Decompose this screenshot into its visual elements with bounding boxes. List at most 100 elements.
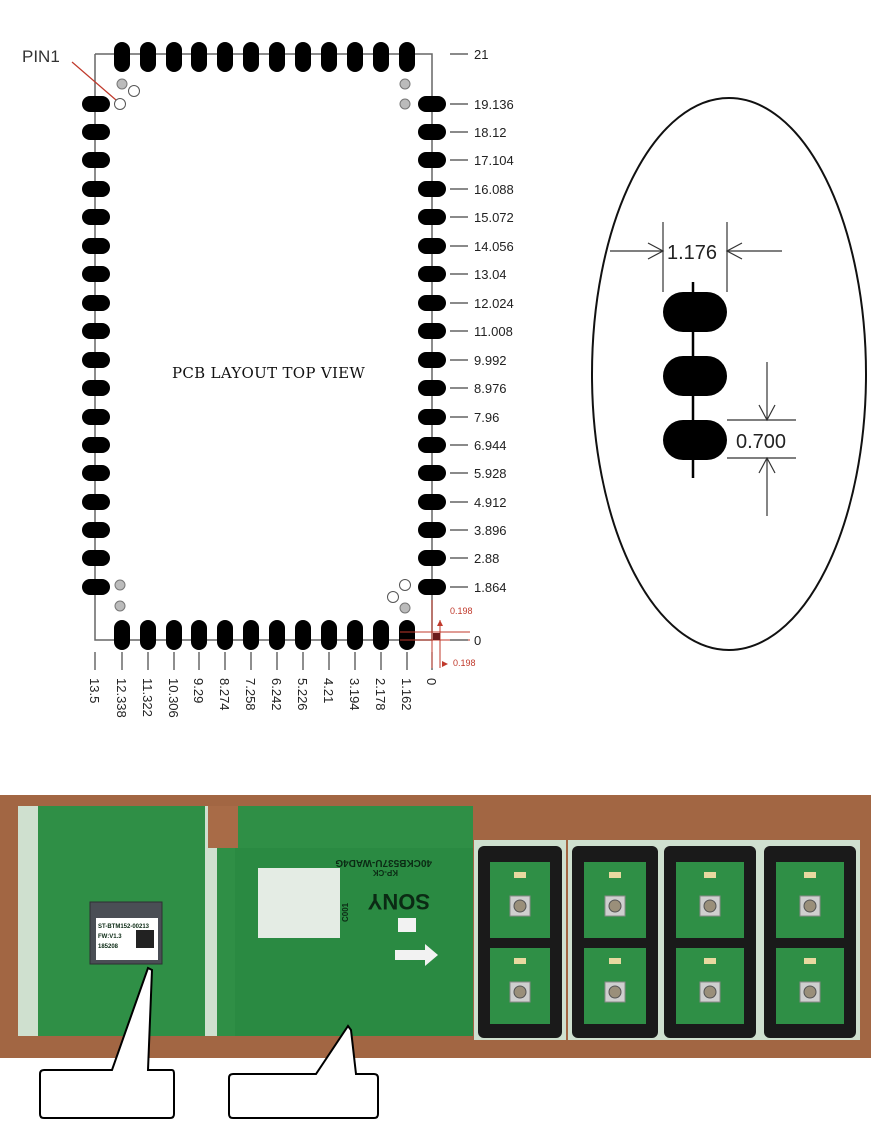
bottom-dim-label: 10.306 bbox=[166, 678, 181, 718]
left-pad bbox=[82, 579, 110, 595]
right-pad bbox=[418, 437, 446, 453]
right-pad bbox=[418, 323, 446, 339]
pad-pitch-label: 0.700 bbox=[736, 431, 786, 453]
brand-text: SONY bbox=[367, 889, 430, 914]
right-dim-label: 6.944 bbox=[474, 438, 507, 453]
right-pad bbox=[418, 181, 446, 197]
left-pad bbox=[82, 124, 110, 140]
bottom-dim-label: 9.29 bbox=[191, 678, 206, 703]
bottom-pad bbox=[373, 620, 389, 650]
top-pad bbox=[140, 42, 156, 72]
bottom-pad-row bbox=[114, 620, 415, 650]
right-dim-label: 17.104 bbox=[474, 153, 514, 168]
switch-plunger bbox=[803, 985, 817, 999]
right-dim-label: 18.12 bbox=[474, 125, 507, 140]
bottom-pad bbox=[217, 620, 233, 650]
led bbox=[704, 958, 716, 964]
top-pad bbox=[269, 42, 285, 72]
module-label-line-3: 185208 bbox=[98, 944, 119, 950]
detail-pad-2 bbox=[663, 356, 727, 396]
led bbox=[704, 872, 716, 878]
right-dim-label: 7.96 bbox=[474, 410, 499, 425]
module-label-line-2: FW:V1.3 bbox=[98, 934, 122, 940]
right-dimension-labels: 19.13618.1217.10416.08815.07214.05613.04… bbox=[450, 97, 514, 595]
top-pad bbox=[217, 42, 233, 72]
right-dim-label: 8.976 bbox=[474, 381, 507, 396]
right-pad bbox=[418, 579, 446, 595]
bottom-dim-label: 13.5 bbox=[87, 678, 102, 703]
detail-pad-3 bbox=[663, 420, 727, 460]
bottom-dim-label: 12.338 bbox=[114, 678, 129, 718]
bottom-pad bbox=[114, 620, 130, 650]
ref-code-text: C001 bbox=[341, 902, 350, 922]
detail-pad-1 bbox=[663, 292, 727, 332]
left-pad bbox=[82, 409, 110, 425]
right-pad bbox=[418, 380, 446, 396]
left-pad bbox=[82, 96, 110, 112]
sub-code-text: KP-CK bbox=[372, 868, 398, 877]
bottom-pad bbox=[399, 620, 415, 650]
left-pad bbox=[82, 266, 110, 282]
left-pad bbox=[82, 323, 110, 339]
fiducial-circles bbox=[114, 78, 411, 614]
bottom-dim-label: 6.242 bbox=[269, 678, 284, 711]
top-pad-row bbox=[114, 42, 415, 72]
callout-box-1 bbox=[39, 966, 175, 1119]
right-pad bbox=[418, 124, 446, 140]
left-pad-column bbox=[82, 96, 110, 595]
right-pad bbox=[418, 522, 446, 538]
led bbox=[804, 872, 816, 878]
right-dim-label: 19.136 bbox=[474, 97, 514, 112]
bottom-dim-label: 8.274 bbox=[217, 678, 232, 711]
pad-detail-callout: 1.176 0.700 bbox=[591, 97, 867, 651]
left-pad bbox=[82, 295, 110, 311]
part-number-text: 40CKB537U-WAD4G bbox=[335, 857, 432, 868]
bottom-pad bbox=[295, 620, 311, 650]
bottom-pad bbox=[269, 620, 285, 650]
left-pad bbox=[82, 465, 110, 481]
top-pad bbox=[399, 42, 415, 72]
right-dim-label: 1.864 bbox=[474, 580, 507, 595]
left-pad bbox=[82, 238, 110, 254]
bottom-dim-label: 1.162 bbox=[399, 678, 414, 711]
bottom-dim-label: 11.322 bbox=[140, 678, 155, 717]
right-dim-label: 12.024 bbox=[474, 296, 514, 311]
led bbox=[514, 872, 526, 878]
right-dim-label: 4.912 bbox=[474, 495, 507, 510]
left-pad bbox=[82, 152, 110, 168]
top-pad bbox=[373, 42, 389, 72]
pcb-layout-drawing: PCB LAYOUT TOP VIEW PIN1 19.13618.1217.1… bbox=[22, 42, 514, 718]
bottom-dim-label: 0 bbox=[424, 678, 439, 685]
right-dim-label: 2.88 bbox=[474, 551, 499, 566]
bottom-pad bbox=[191, 620, 207, 650]
top-pad bbox=[321, 42, 337, 72]
led bbox=[514, 958, 526, 964]
right-pad bbox=[418, 409, 446, 425]
left-pad bbox=[82, 494, 110, 510]
left-pad bbox=[82, 380, 110, 396]
right-pad bbox=[418, 550, 446, 566]
offset-y-label: 0.198 bbox=[450, 606, 473, 616]
right-dim-label: 13.04 bbox=[474, 267, 507, 282]
arrow-marking bbox=[395, 944, 438, 966]
right-pad bbox=[418, 266, 446, 282]
bottom-dim-label: 3.194 bbox=[347, 678, 362, 711]
bottom-dim-label: 5.226 bbox=[295, 678, 310, 711]
right-pad bbox=[418, 209, 446, 225]
right-pad bbox=[418, 352, 446, 368]
led bbox=[804, 958, 816, 964]
right-dim-label: 11.008 bbox=[474, 324, 513, 339]
right-dim-label: 5.928 bbox=[474, 466, 507, 481]
right-pad bbox=[418, 152, 446, 168]
left-pad bbox=[82, 550, 110, 566]
right-pad bbox=[418, 494, 446, 510]
left-pad bbox=[82, 437, 110, 453]
top-pad bbox=[347, 42, 363, 72]
switch-plunger bbox=[608, 899, 622, 913]
right-dim-label: 15.072 bbox=[474, 210, 514, 225]
left-pad bbox=[82, 522, 110, 538]
top-pad bbox=[191, 42, 207, 72]
switch-plunger bbox=[513, 899, 527, 913]
